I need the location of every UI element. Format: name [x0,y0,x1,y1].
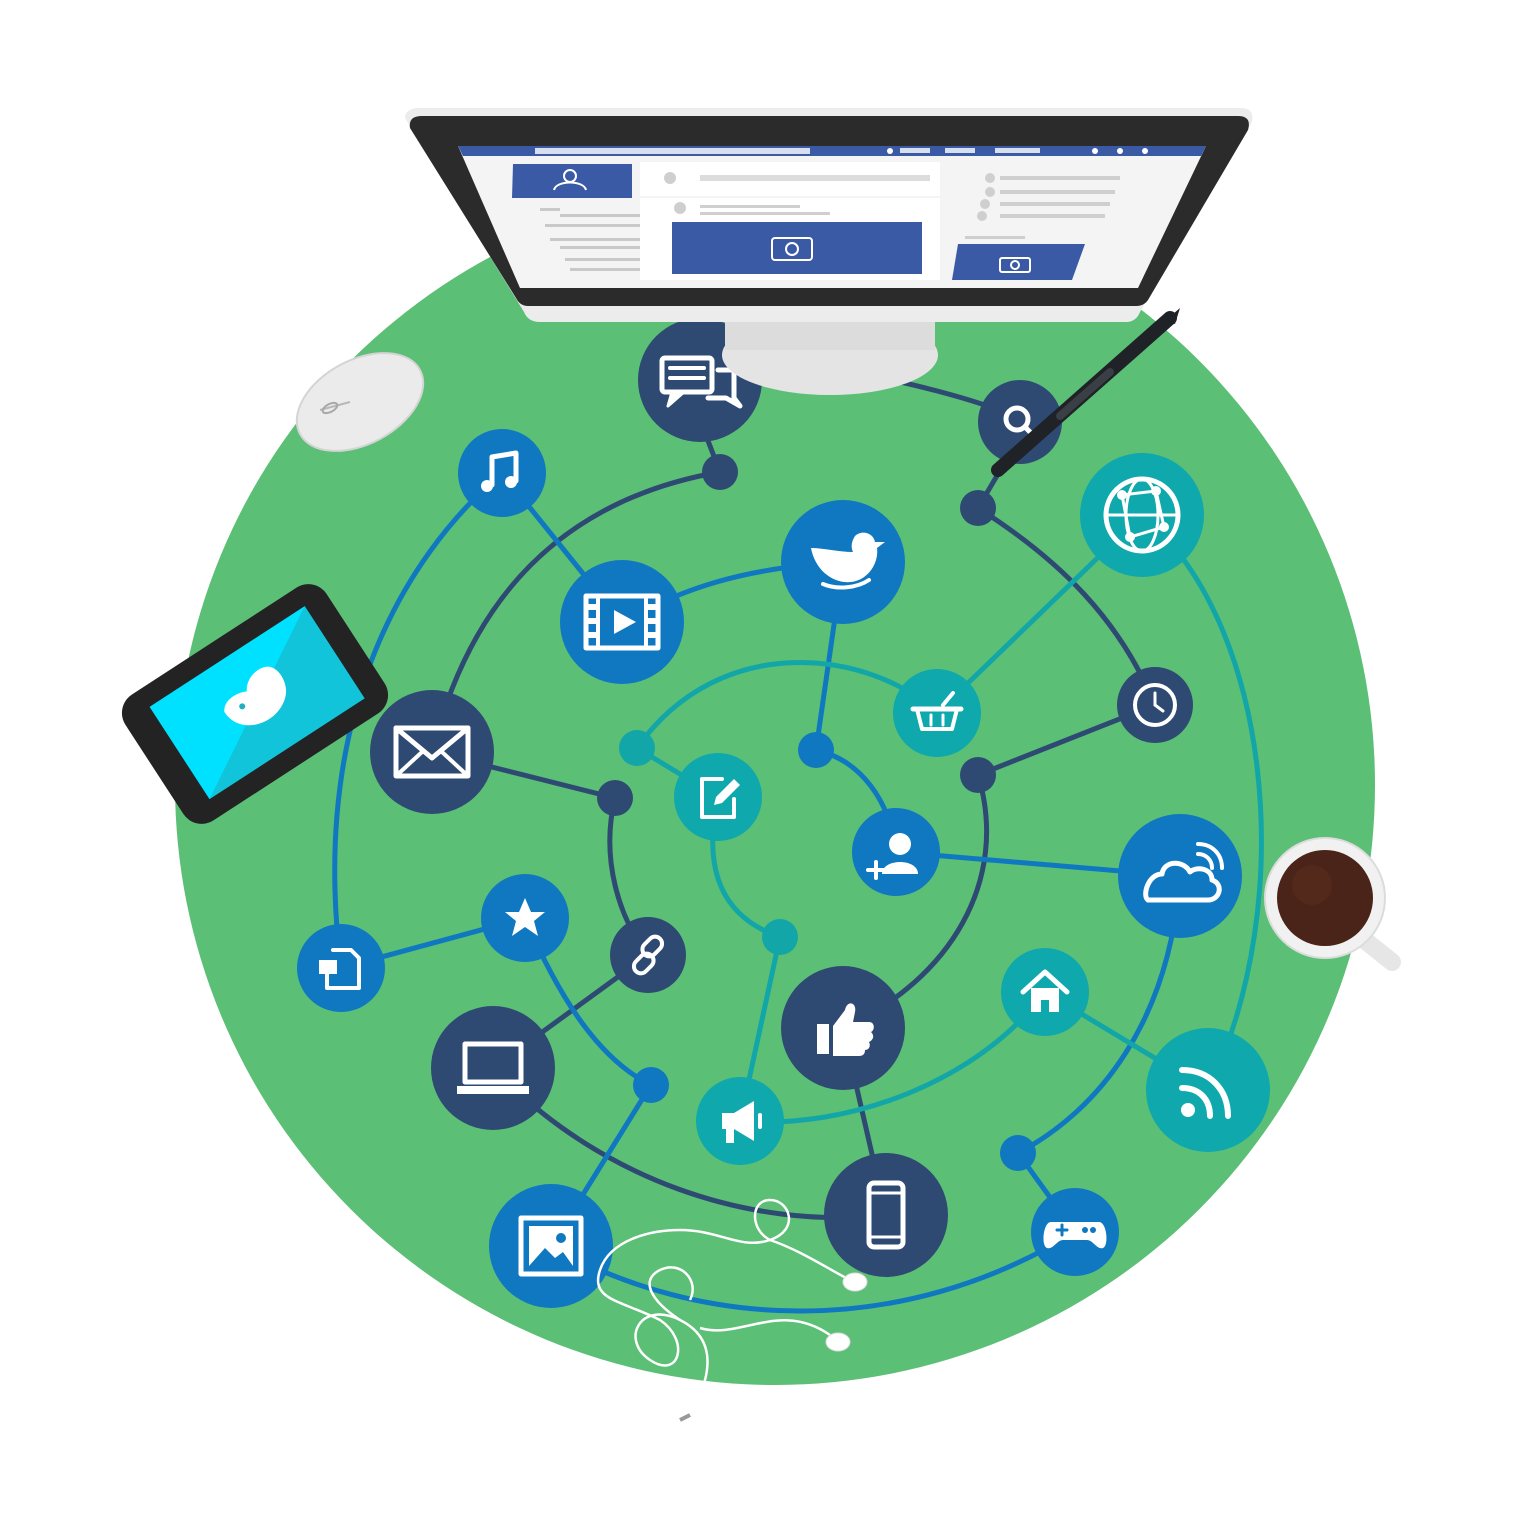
megaphone-icon [696,1077,784,1165]
smartphone [121,584,389,824]
search-icon [978,380,1062,464]
coffee-cup [1264,837,1401,971]
junction-dot [1000,1135,1036,1171]
connection-line [548,1229,1078,1314]
rss-icon [1146,1028,1270,1152]
video-film-icon [560,560,684,684]
earphones [596,1198,868,1422]
junction-dots [597,454,1036,1171]
thumbs-up-icon [781,966,905,1090]
phone-bird-icon [224,666,287,726]
document-icon [297,924,385,1012]
mail-icon [370,690,494,814]
link-icon [610,917,686,993]
connection-line [332,470,505,971]
image-icon [489,1184,613,1308]
music-icon [458,429,546,517]
shopping-basket-icon [893,669,981,757]
home-icon [1001,948,1089,1036]
junction-dot [702,454,738,490]
laptop-icon [431,1006,555,1130]
globe-network-icon [1080,453,1204,577]
stylus-pen [991,308,1180,477]
desktop-monitor [405,108,1253,395]
junction-dot [633,1067,669,1103]
screen-left-column [540,208,655,271]
junction-dot [597,780,633,816]
computer-mouse [295,352,425,452]
junction-dot [960,490,996,526]
twitter-bird-icon [781,500,905,624]
mobile-icon [824,1153,948,1277]
edit-icon [674,753,762,841]
junction-dot [762,919,798,955]
connection-line [429,469,723,755]
clock-icon [1117,667,1193,743]
add-user-icon [852,808,940,896]
screen-right-column [965,173,1120,239]
connection-line [1139,512,1264,1093]
gamepad-icon [1031,1188,1119,1276]
junction-dot [619,730,655,766]
junction-dot [960,757,996,793]
star-icon [481,874,569,962]
junction-dot [798,732,834,768]
icon-nodes [297,318,1270,1308]
cloud-wifi-icon [1118,814,1242,938]
